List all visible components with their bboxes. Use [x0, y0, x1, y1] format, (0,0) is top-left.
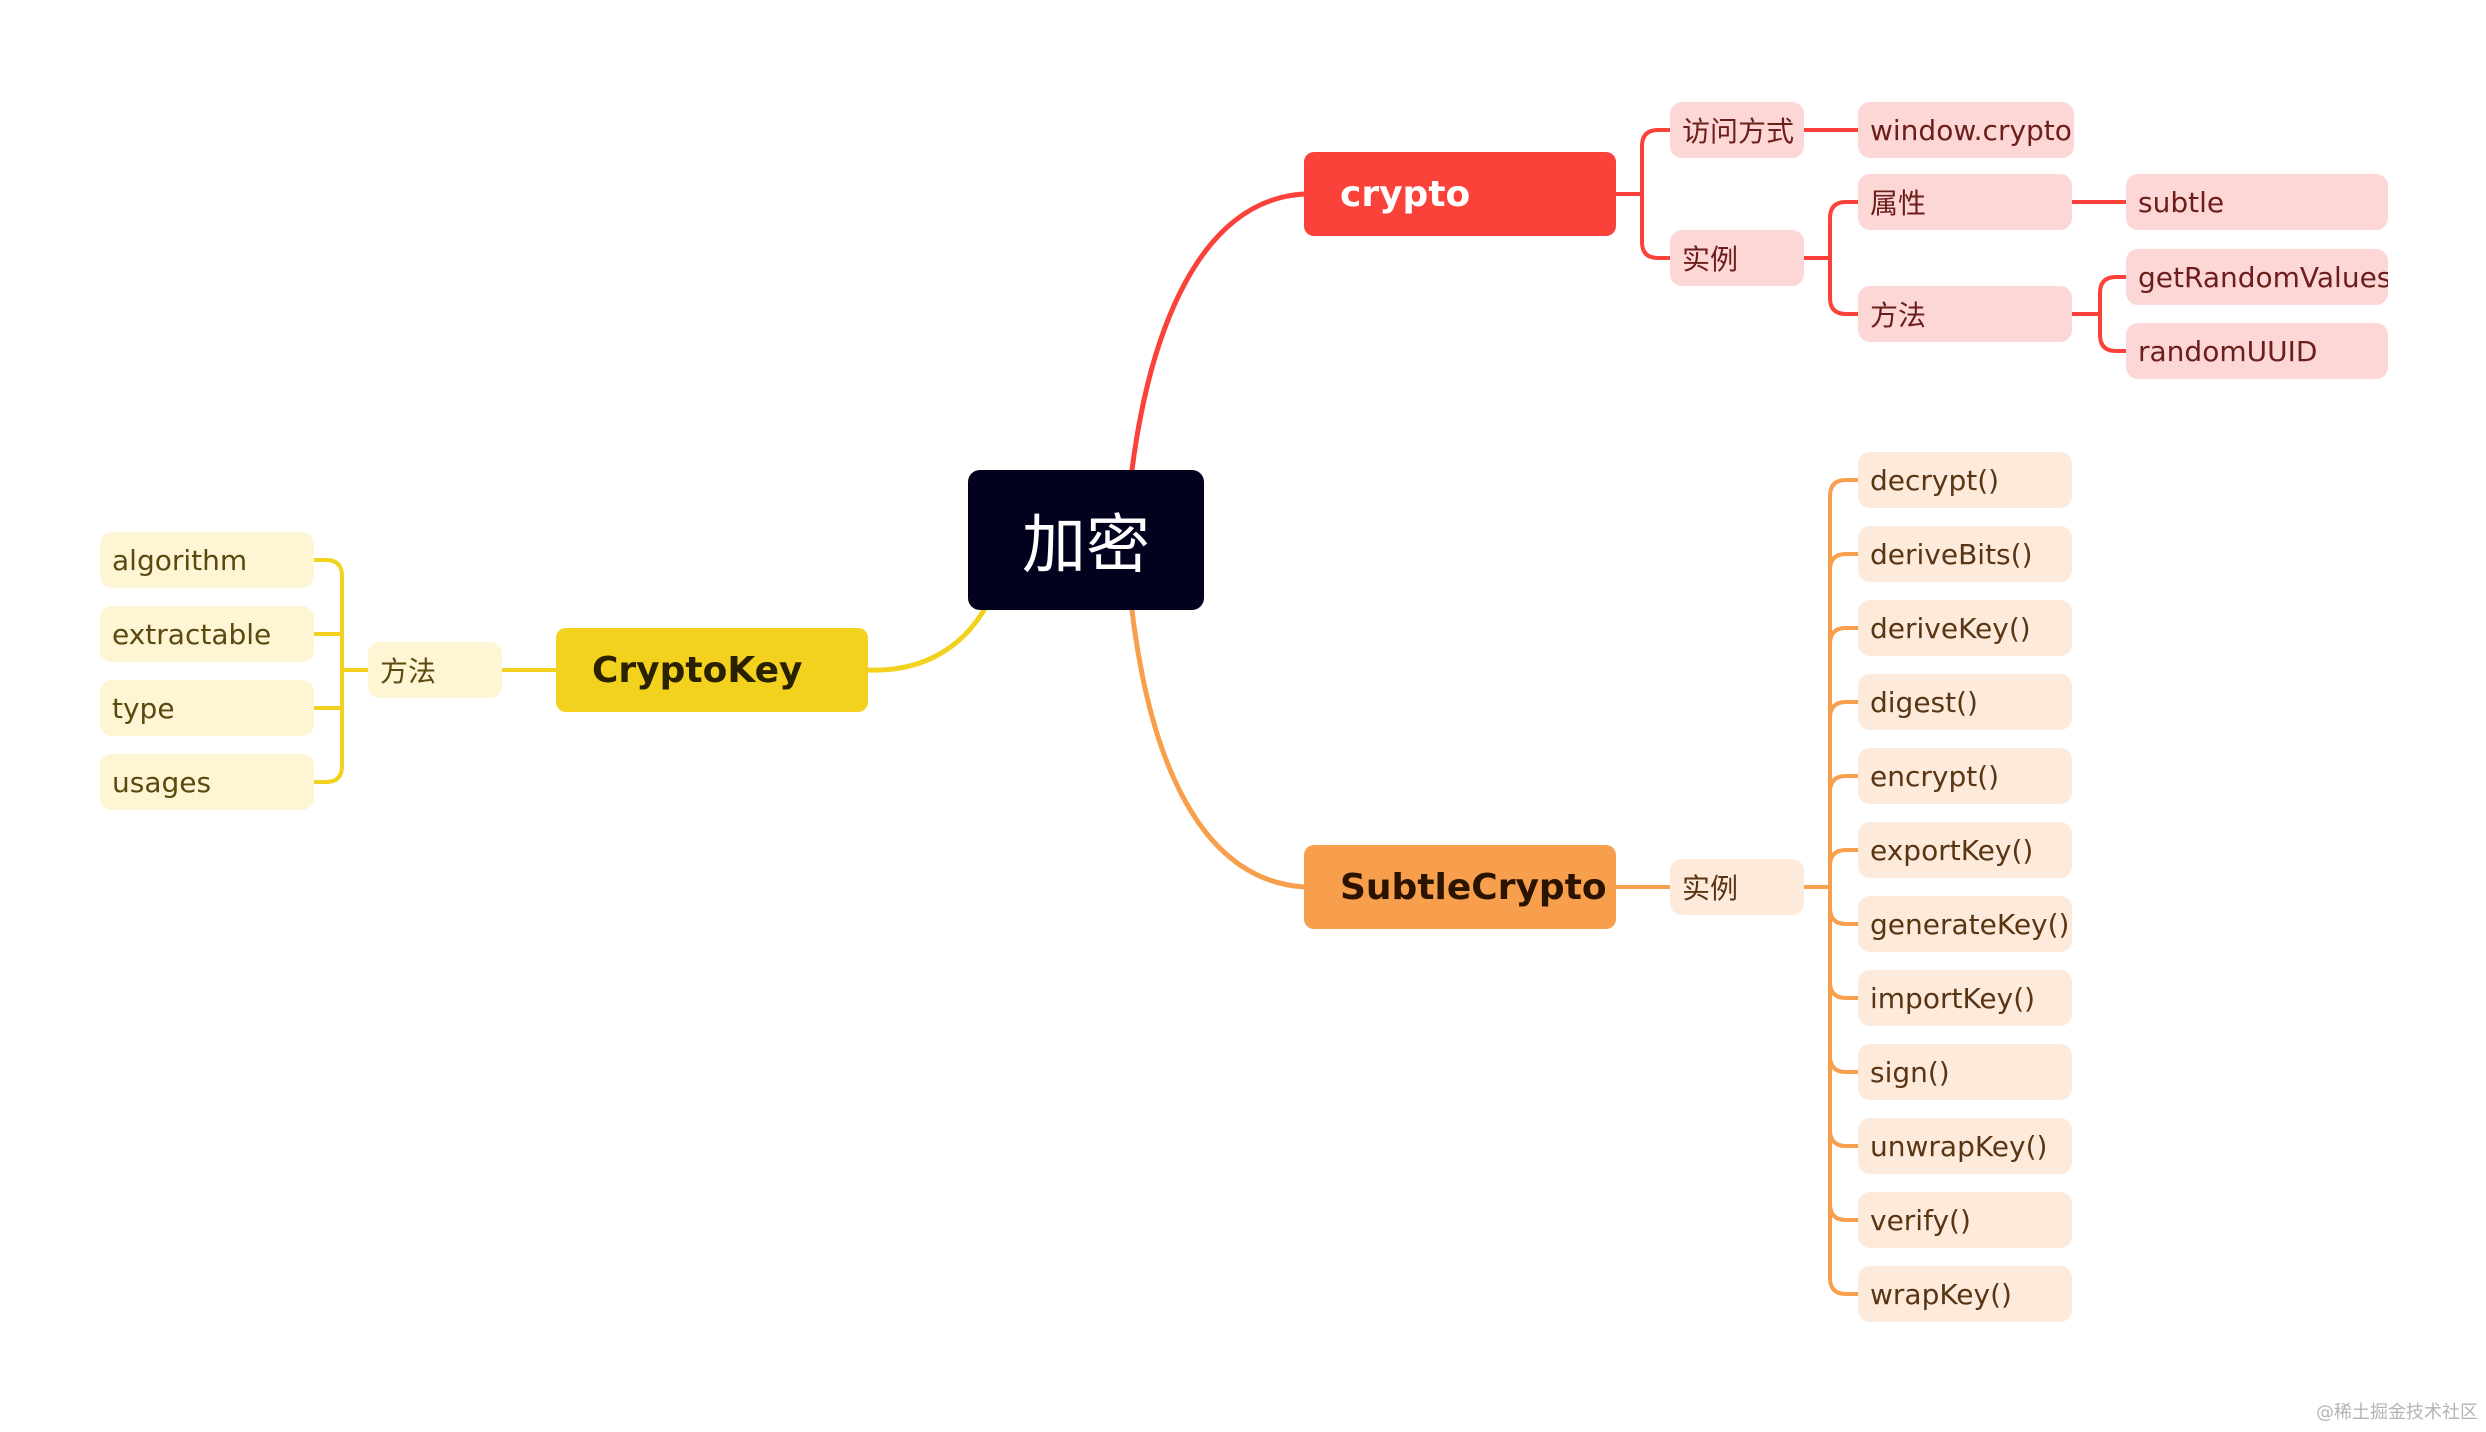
subtlecrypto-method-node[interactable]: unwrapKey(): [1858, 1118, 2072, 1174]
crypto-methods-node[interactable]: 方法: [1858, 286, 2072, 342]
subtlecrypto-method-node[interactable]: deriveBits(): [1858, 526, 2072, 582]
connector-line: [1828, 848, 1860, 868]
connector-line: [1828, 906, 1860, 926]
cryptokey-item-usages-node[interactable]: usages: [100, 754, 314, 810]
connector-line: [1828, 1054, 1860, 1074]
connector-line: [1828, 296, 1860, 316]
crypto-property-subtle-node[interactable]: subtle: [2126, 174, 2388, 230]
subtlecrypto-method-node[interactable]: encrypt(): [1858, 748, 2072, 804]
connector-line: [1828, 774, 1860, 794]
cryptokey-item-algorithm-node[interactable]: algorithm: [100, 532, 314, 588]
connector-line: [1828, 1128, 1860, 1148]
subtlecrypto-method-node[interactable]: generateKey(): [1858, 896, 2072, 952]
subtlecrypto-method-node[interactable]: digest(): [1858, 674, 2072, 730]
crypto-access-value-node[interactable]: window.crypto: [1858, 102, 2074, 158]
connector-line: [1828, 1202, 1860, 1222]
subtlecrypto-method-node[interactable]: decrypt(): [1858, 452, 2072, 508]
cryptokey-item-extractable-node[interactable]: extractable: [100, 606, 314, 662]
connector-line: [312, 764, 344, 784]
connector-line: [2098, 275, 2128, 295]
crypto-instance-node[interactable]: 实例: [1670, 230, 1804, 286]
connector-line: [1640, 240, 1672, 260]
connector-line: [1129, 607, 1307, 890]
subtlecrypto-method-node[interactable]: importKey(): [1858, 970, 2072, 1026]
crypto-method-getrandomvalues-node[interactable]: getRandomValues: [2126, 249, 2388, 305]
subtlecrypto-method-node[interactable]: sign(): [1858, 1044, 2072, 1100]
crypto-access-node[interactable]: 访问方式: [1670, 102, 1804, 158]
crypto-method-randomuuid-node[interactable]: randomUUID: [2126, 323, 2388, 379]
connector-line: [2098, 333, 2128, 353]
connector-line: [865, 607, 987, 673]
root-node[interactable]: 加密: [968, 470, 1204, 610]
subtlecrypto-method-node[interactable]: verify(): [1858, 1192, 2072, 1248]
subtlecrypto-instance-node[interactable]: 实例: [1670, 859, 1804, 915]
cryptokey-node[interactable]: CryptoKey: [556, 628, 868, 712]
crypto-node[interactable]: crypto: [1304, 152, 1616, 236]
connector-line: [1828, 200, 1860, 220]
cryptokey-methods-node[interactable]: 方法: [368, 642, 502, 698]
connector-line: [1828, 552, 1860, 572]
connector-line: [1640, 128, 1672, 148]
connector-line: [1828, 626, 1860, 646]
connector-line: [1828, 1276, 1860, 1296]
connector-line: [312, 558, 344, 578]
subtlecrypto-method-node[interactable]: deriveKey(): [1858, 600, 2072, 656]
watermark-text: @稀土掘金技术社区: [2316, 1402, 2478, 1423]
connector-line: [1129, 191, 1307, 473]
subtlecrypto-node[interactable]: SubtleCrypto: [1304, 845, 1616, 929]
connector-line: [1828, 980, 1860, 1000]
connector-line: [1828, 478, 1860, 498]
subtlecrypto-method-node[interactable]: exportKey(): [1858, 822, 2072, 878]
crypto-properties-node[interactable]: 属性: [1858, 174, 2072, 230]
subtlecrypto-method-node[interactable]: wrapKey(): [1858, 1266, 2072, 1322]
connector-line: [1828, 700, 1860, 720]
cryptokey-item-type-node[interactable]: type: [100, 680, 314, 736]
